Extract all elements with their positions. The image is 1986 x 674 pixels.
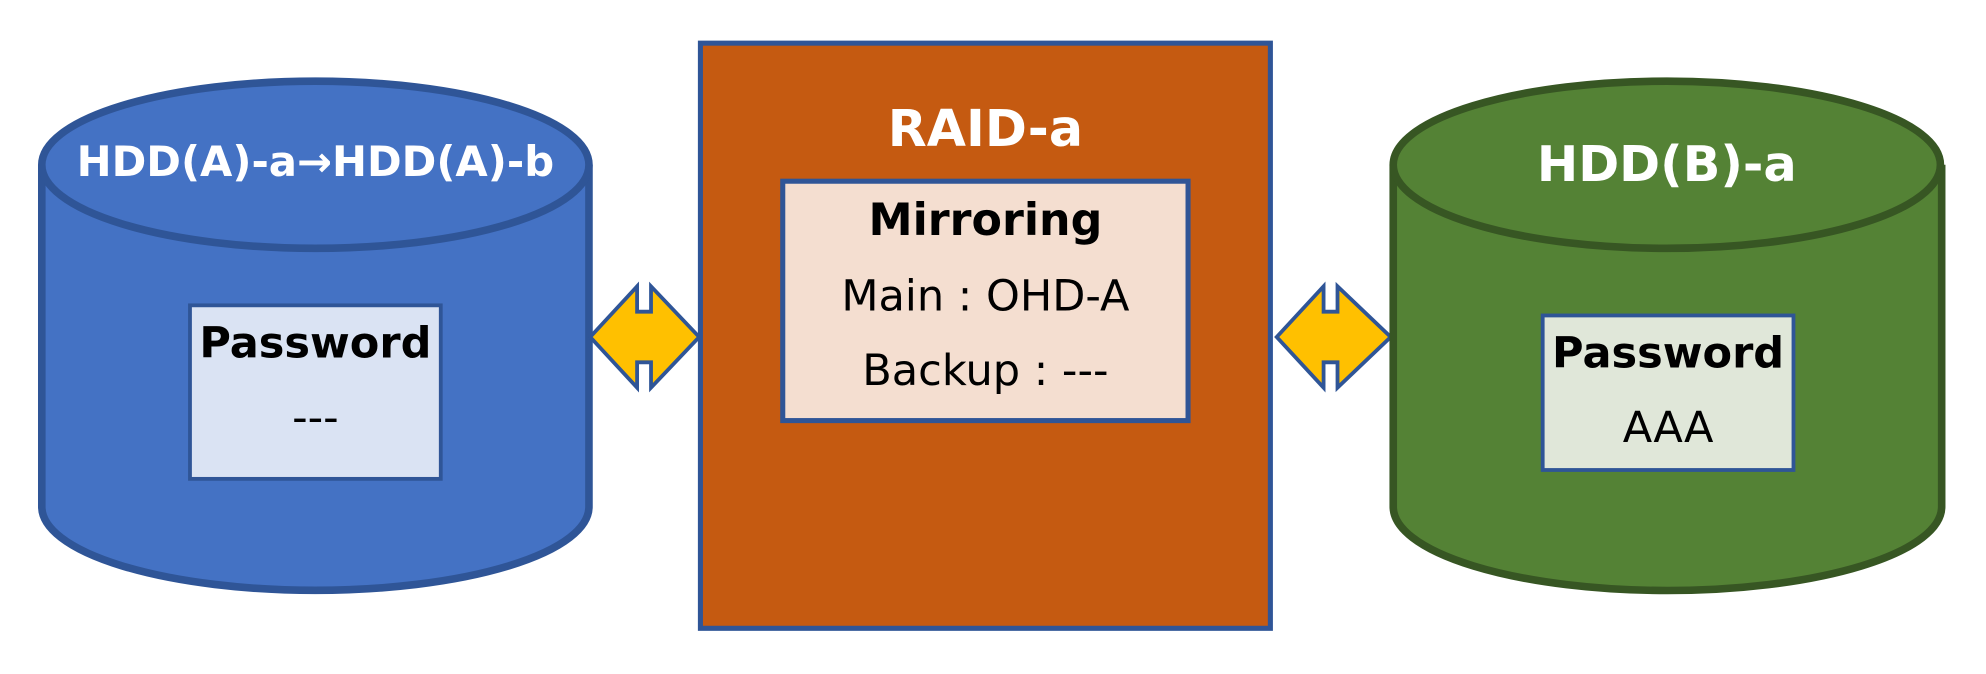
- mirroring-main: Main : OHD-A: [841, 272, 1130, 322]
- hdd-a-password-label: Password: [199, 318, 431, 368]
- hdd-b-password-box: [1540, 313, 1796, 472]
- mirroring-backup: Backup : ---: [862, 346, 1108, 396]
- hdd-a-title: HDD(A)-a→HDD(A)-b: [77, 137, 555, 186]
- mirroring-box: [780, 178, 1191, 424]
- hdd-b-password-value: AAA: [1623, 403, 1714, 453]
- mirroring-title: Mirroring: [868, 195, 1102, 246]
- raid-title: RAID-a: [888, 99, 1083, 158]
- hdd-a-password-value: ---: [292, 393, 339, 443]
- double-arrow-right-icon: [1274, 281, 1394, 393]
- hdd-b-title: HDD(B)-a: [1537, 135, 1797, 193]
- hdd-a-password-box: [188, 303, 443, 481]
- hdd-b-cylinder: HDD(B)-a Password AAA: [1389, 77, 1946, 595]
- hdd-a-cylinder: HDD(A)-a→HDD(A)-b Password ---: [37, 77, 593, 595]
- double-arrow-left-icon: [587, 281, 702, 393]
- raid-block: RAID-a Mirroring Main : OHD-A Backup : -…: [697, 40, 1273, 631]
- hdd-b-password-label: Password: [1552, 328, 1784, 378]
